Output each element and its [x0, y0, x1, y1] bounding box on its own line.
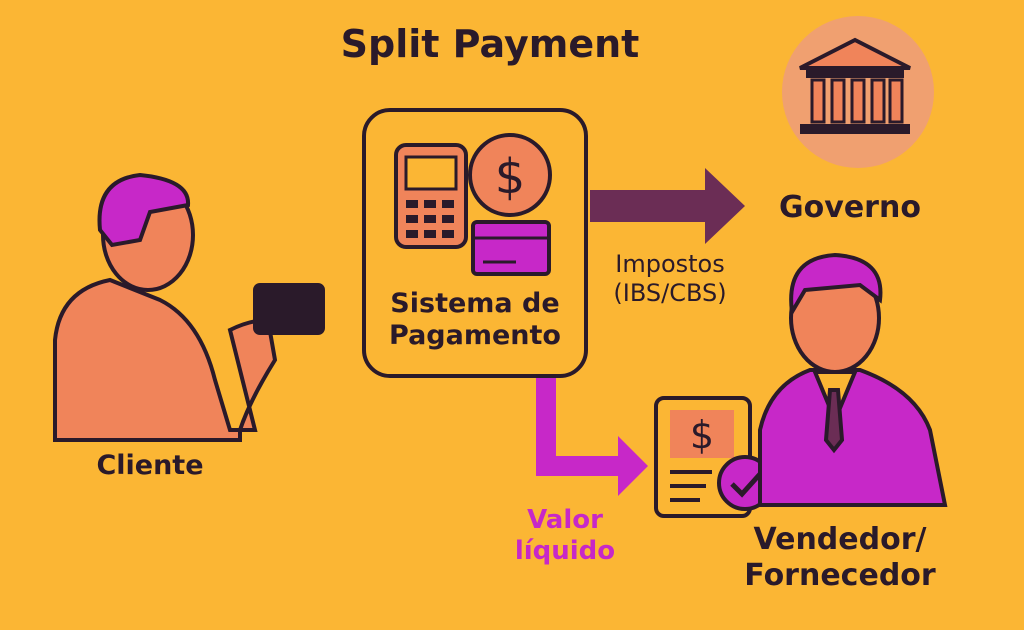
government-building-icon [782, 16, 934, 168]
net-value-arrow [536, 378, 648, 496]
seller-line2: Fornecedor [744, 558, 936, 593]
payment-system-box [362, 108, 588, 378]
seller-label: Vendedor/ Fornecedor [720, 522, 960, 594]
net-line1: Valor [527, 505, 603, 535]
client-label: Cliente [96, 450, 204, 481]
net-line2: líquido [514, 536, 616, 567]
tax-arrow [590, 168, 745, 244]
card-icon [471, 220, 551, 276]
svg-text:$: $ [690, 413, 714, 457]
government-label: Governo [779, 190, 921, 225]
coin-icon: $ [468, 133, 552, 217]
taxes-line2: (IBS/CBS) [613, 278, 727, 307]
seller-person [758, 252, 948, 507]
seller-line1: Vendedor/ [753, 522, 927, 557]
net-value-label: Valor líquido [510, 505, 620, 567]
client-person [53, 172, 325, 442]
page-title: Split Payment [340, 22, 640, 66]
taxes-label: Impostos (IBS/CBS) [590, 250, 750, 308]
pos-terminal-icon [394, 143, 468, 249]
taxes-line1: Impostos [615, 250, 725, 278]
payment-system-line2: Pagamento [389, 320, 561, 352]
coin-symbol: $ [495, 149, 526, 205]
payment-system-line1: Sistema de [390, 288, 560, 319]
payment-system-label: Sistema de Pagamento [365, 288, 585, 353]
